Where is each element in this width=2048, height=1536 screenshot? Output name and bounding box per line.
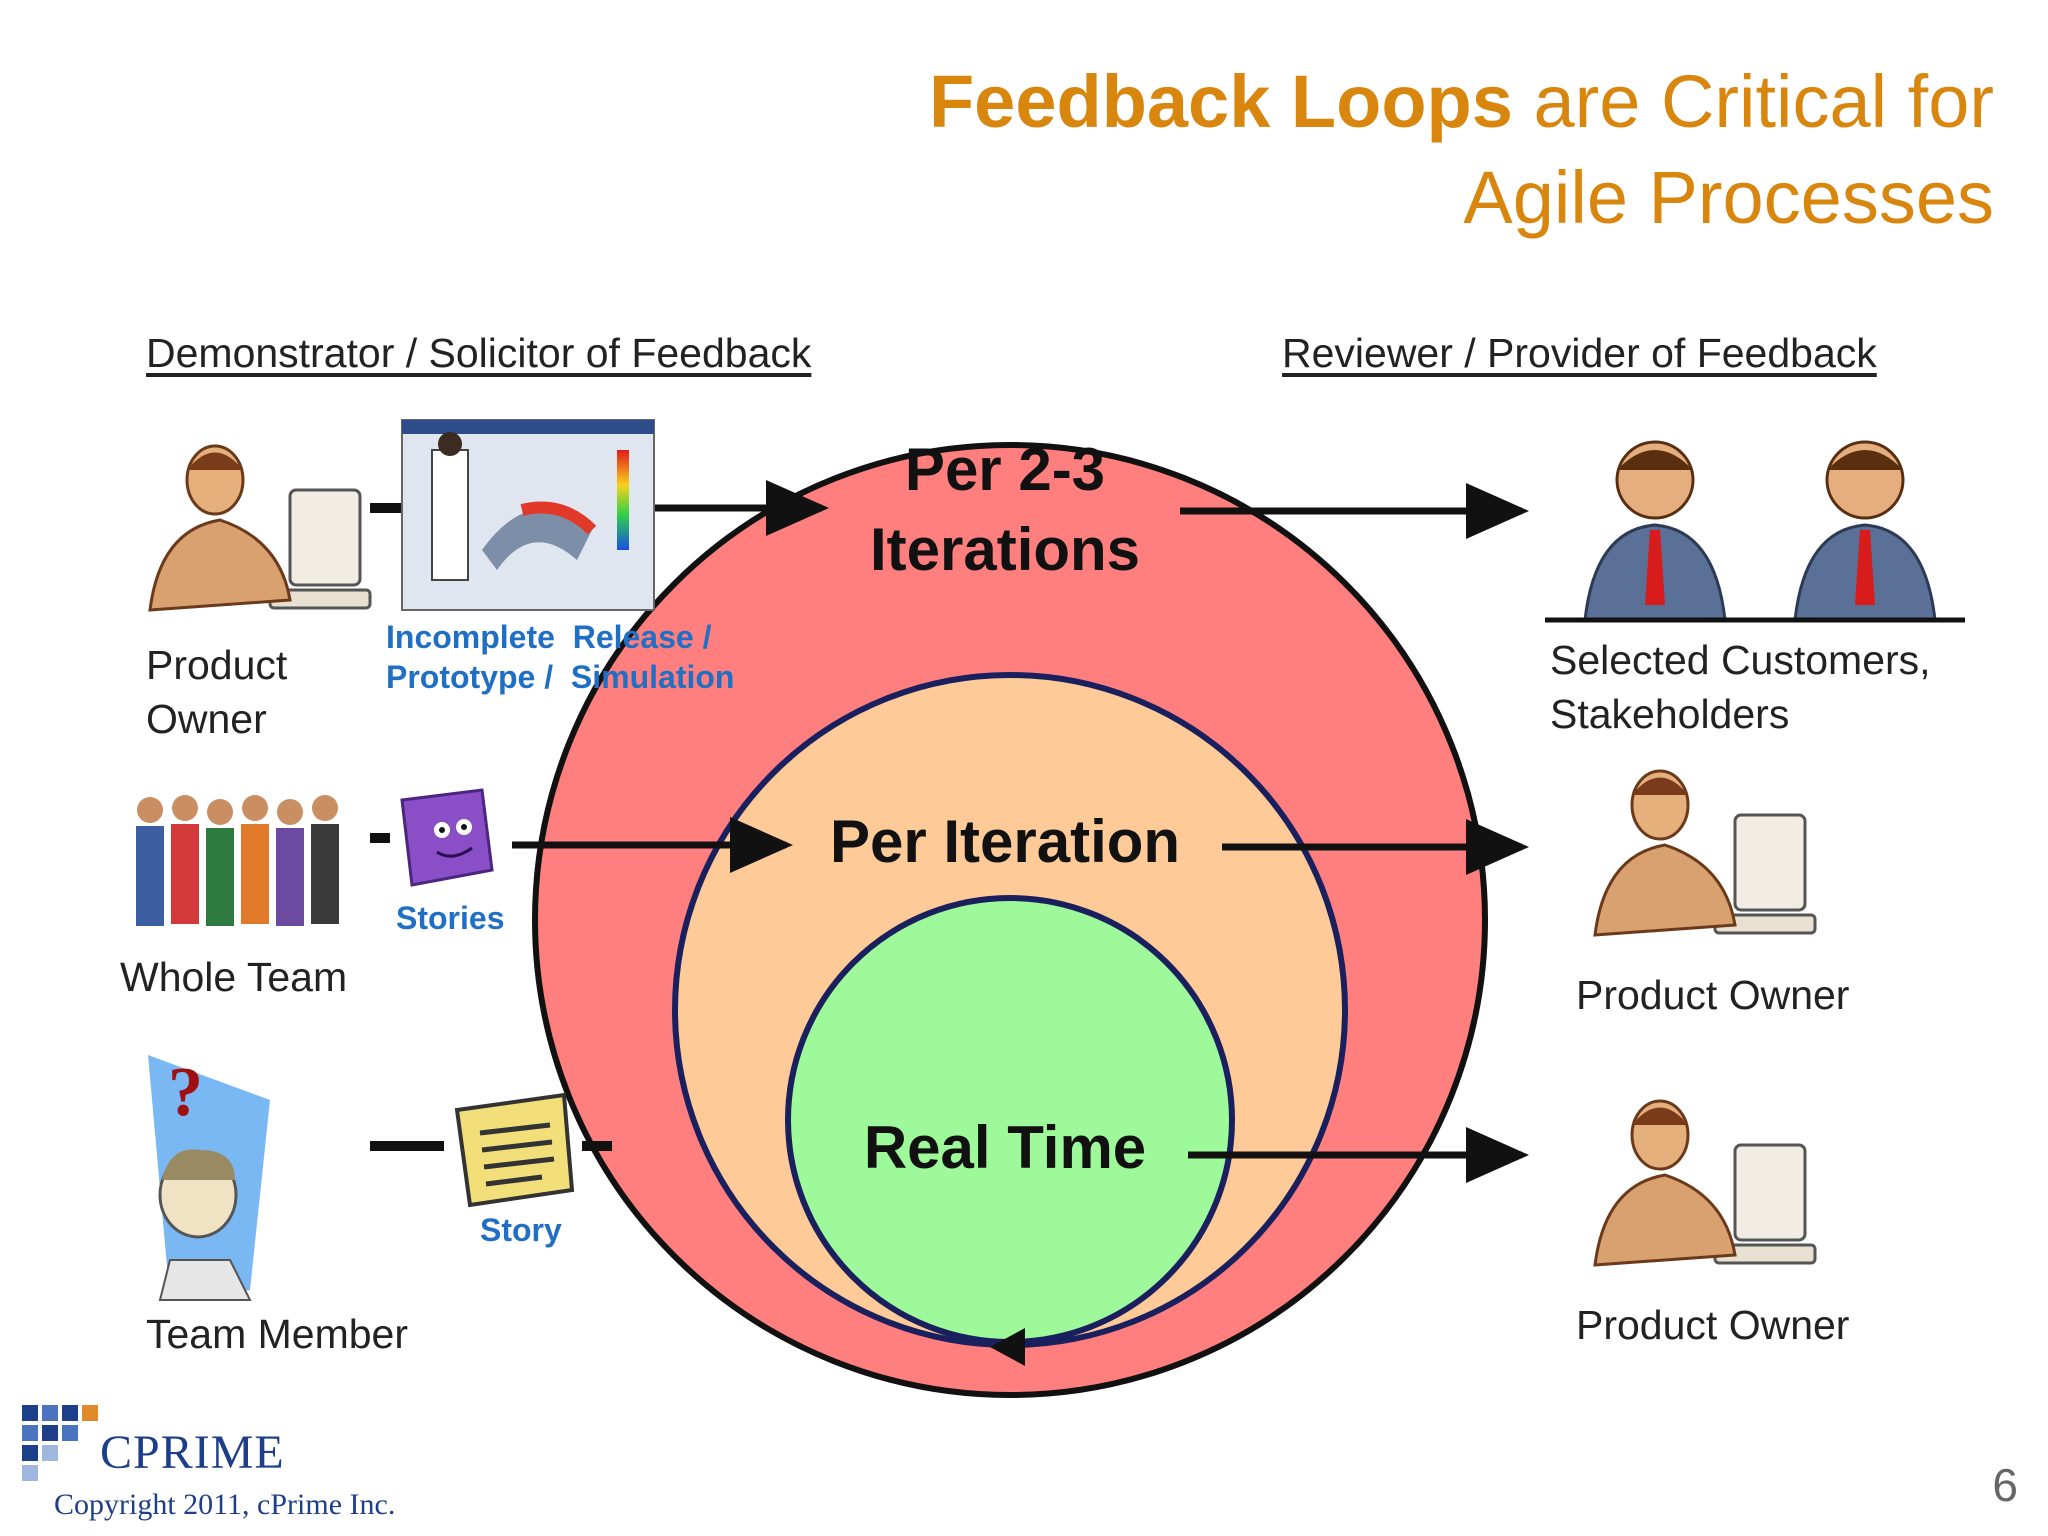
middle-loop-label: Per Iteration — [830, 808, 1180, 875]
inner-loop-label: Real Time — [864, 1114, 1146, 1181]
purple-book-icon — [400, 788, 494, 887]
artifact-stories-label: Stories — [396, 900, 505, 936]
outer-loop-label-2: Iterations — [870, 516, 1140, 583]
slide-title: Feedback Loops are Critical for Agile Pr… — [929, 54, 1994, 246]
simulation-screenshot-icon — [401, 419, 655, 611]
reviewer-customers-label: Selected Customers, Stakeholders — [1550, 637, 1931, 737]
demonstrator-team-member-label: Team Member — [146, 1311, 409, 1357]
outer-loop-label-1: Per 2-3 — [905, 436, 1105, 503]
cprime-logo-icon — [22, 1405, 98, 1481]
sticky-note-icon — [454, 1092, 575, 1208]
copyright-text: Copyright 2011, cPrime Inc. — [54, 1488, 396, 1521]
demonstrator-whole-team-label: Whole Team — [120, 954, 348, 1000]
page-number: 6 — [1992, 1459, 2018, 1511]
artifact-release-label: Incomplete Release / Prototype / Simulat… — [386, 619, 735, 695]
person-at-computer-icon — [1593, 1099, 1817, 1267]
title-rest: are Critical for — [1512, 60, 1994, 143]
right-column-header: Reviewer / Provider of Feedback — [1282, 330, 1877, 376]
person-at-computer-icon — [1593, 769, 1817, 937]
team-group-icon — [136, 795, 339, 926]
thinking-person-icon: ? — [148, 1054, 270, 1301]
title-bold: Feedback Loops — [928, 60, 1513, 143]
businessmen-icon — [1545, 440, 1965, 623]
cprime-logo-text: CPRIME — [100, 1426, 285, 1479]
demonstrator-product-owner-label: Product Owner — [146, 642, 288, 742]
loop-return-arrowhead — [990, 1328, 1025, 1366]
left-column-header: Demonstrator / Solicitor of Feedback — [146, 330, 812, 376]
person-at-computer-icon — [148, 444, 372, 612]
reviewer-product-owner-label-2: Product Owner — [1576, 1302, 1850, 1348]
reviewer-product-owner-label: Product Owner — [1576, 972, 1850, 1018]
svg-text:?: ? — [168, 1054, 203, 1131]
title-line2: Agile Processes — [1463, 156, 1994, 239]
artifact-story-label: Story — [480, 1212, 562, 1248]
